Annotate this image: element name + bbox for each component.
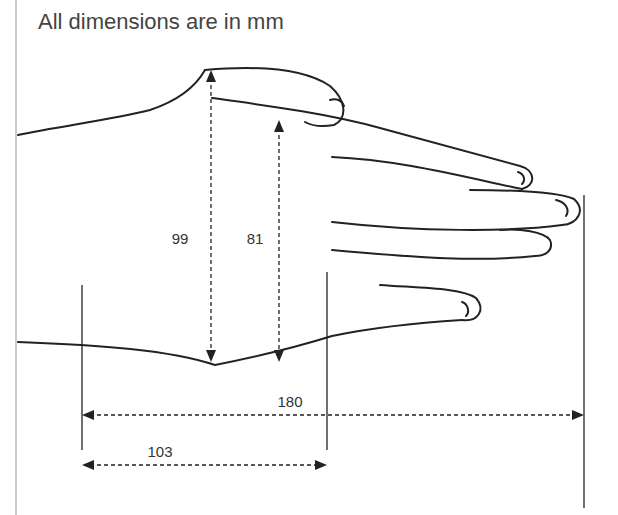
dimension-lines (82, 78, 584, 508)
frame-line (16, 0, 17, 515)
dimension-value: 103 (145, 444, 174, 461)
dimension-value: 81 (245, 231, 266, 248)
dimension-value: 180 (275, 394, 304, 411)
dimension-value: 99 (170, 231, 191, 248)
note-text: All dimensions are in mm (38, 10, 284, 34)
hand-outline (18, 68, 580, 365)
arrowheads (82, 70, 584, 470)
